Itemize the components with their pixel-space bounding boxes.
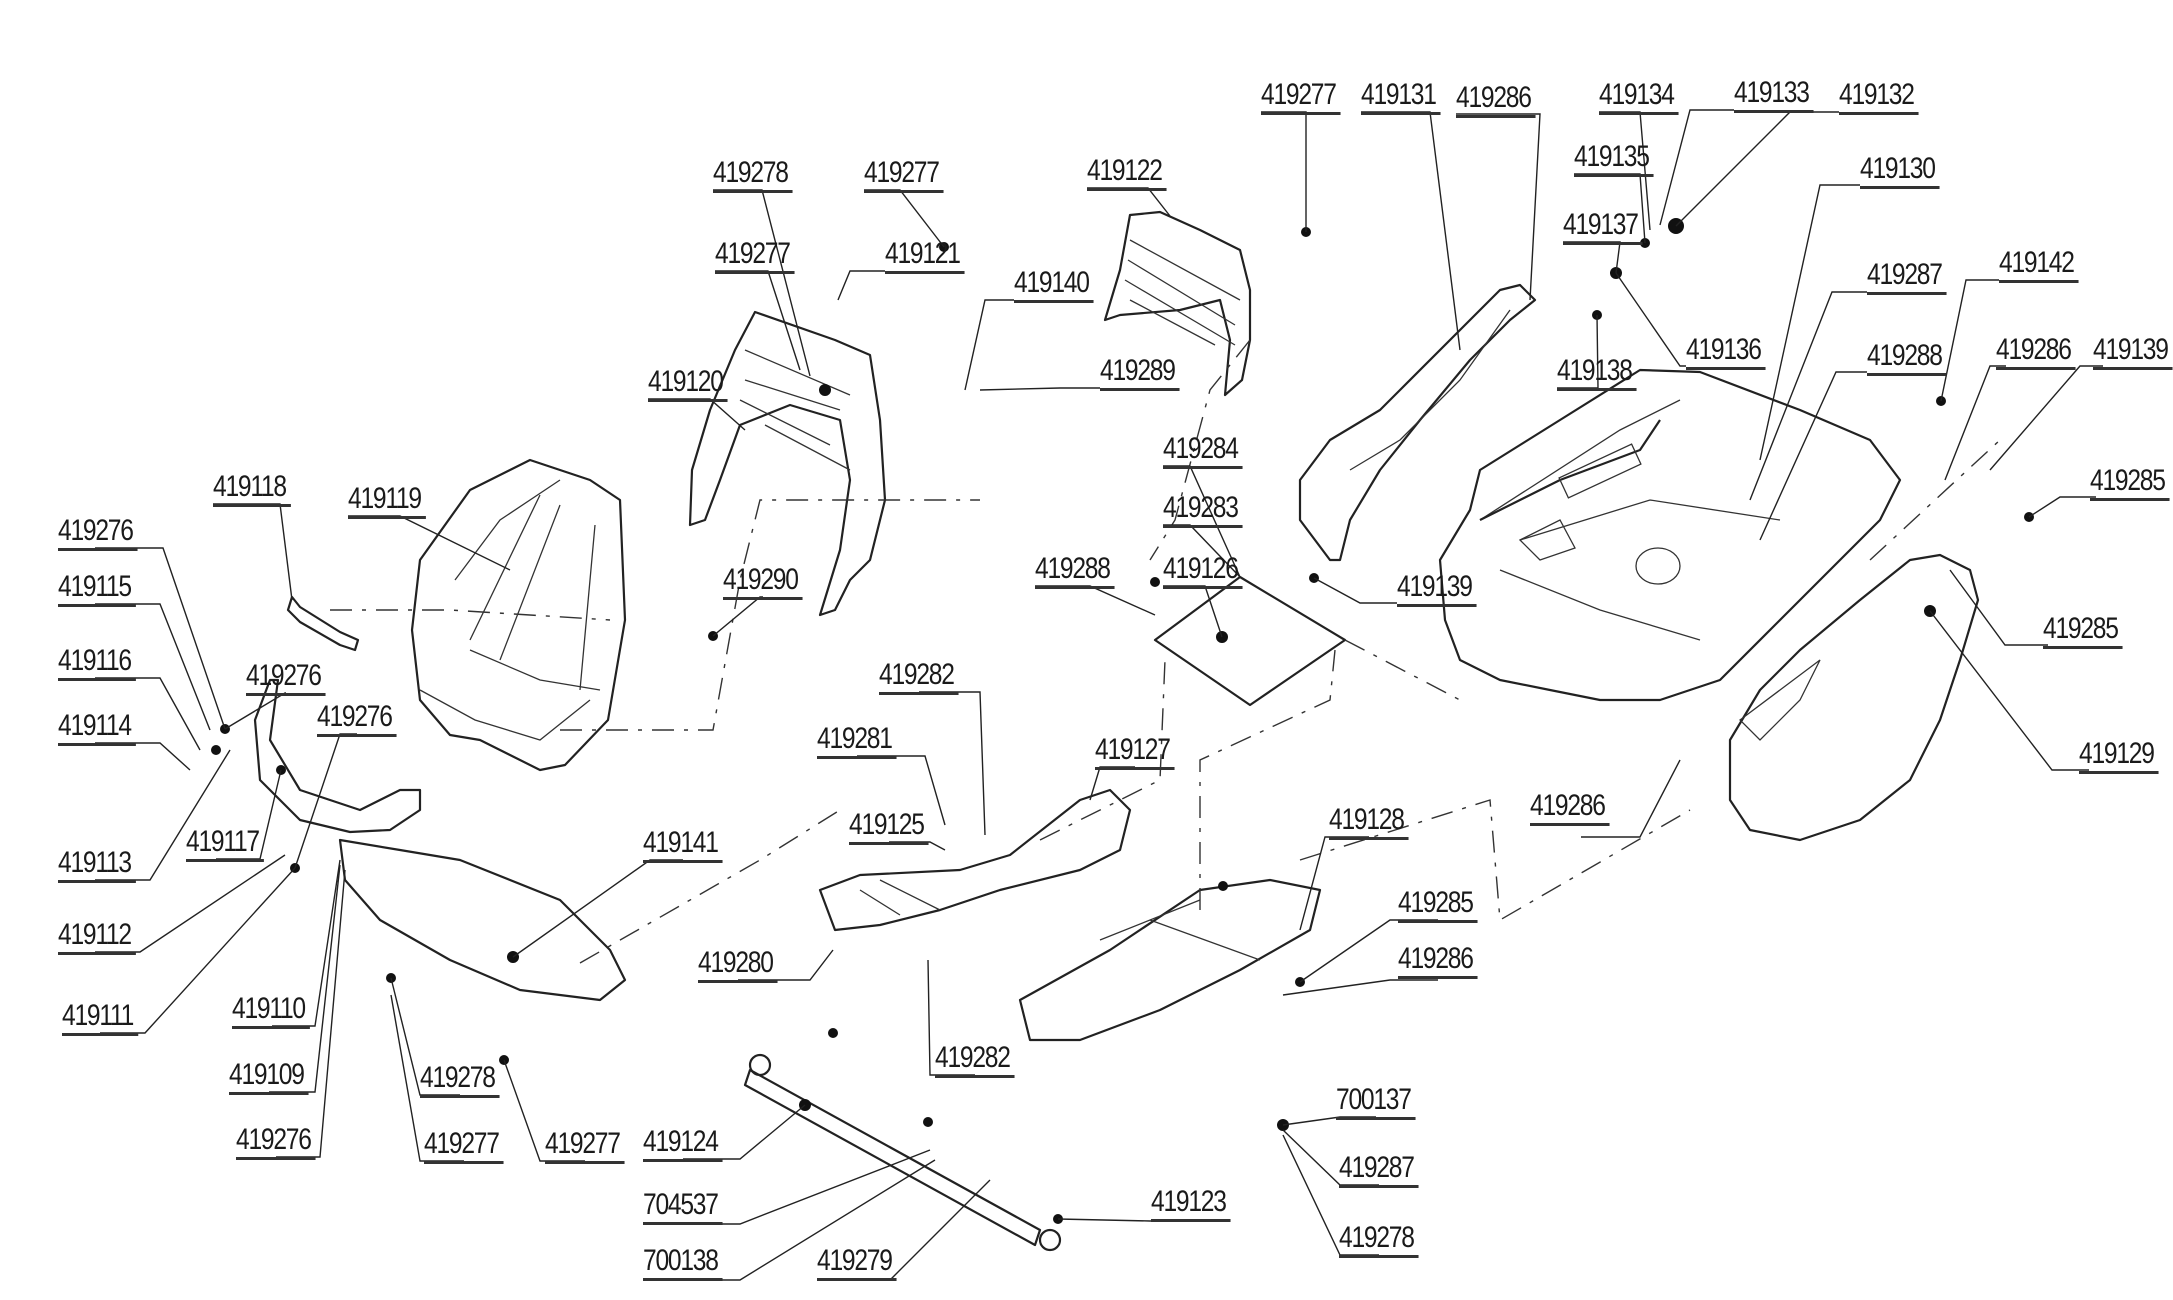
part-label[interactable]: 419118: [213, 471, 291, 507]
part-label[interactable]: 419279: [817, 1245, 897, 1281]
part-footboard-419127: [818, 788, 1132, 932]
part-label[interactable]: 419285: [1398, 887, 1478, 923]
part-label[interactable]: 419283: [1163, 492, 1243, 528]
part-bumper-bar-419124: [743, 1053, 1062, 1252]
part-label[interactable]: 419129: [2079, 738, 2159, 774]
part-label[interactable]: 419284: [1163, 433, 1243, 469]
part-label[interactable]: 419276: [317, 701, 397, 737]
part-rear-fender-419129: [1728, 553, 1980, 842]
part-label[interactable]: 419111: [62, 1000, 138, 1036]
part-label[interactable]: 419115: [58, 571, 136, 607]
part-label[interactable]: 419286: [1456, 82, 1536, 118]
part-label[interactable]: 419113: [58, 847, 136, 883]
part-label[interactable]: 419112: [58, 919, 136, 955]
part-label[interactable]: 419117: [186, 826, 264, 862]
part-dash-cover-419120: [688, 310, 887, 617]
part-floor-plate-419126: [1153, 575, 1347, 707]
assembly-guides: [330, 339, 2001, 964]
part-label[interactable]: 419278: [713, 157, 793, 193]
part-label[interactable]: 419140: [1014, 267, 1094, 303]
part-label[interactable]: 419138: [1557, 355, 1637, 391]
part-label[interactable]: 419280: [698, 947, 778, 983]
part-label[interactable]: 700138: [643, 1245, 723, 1281]
part-label[interactable]: 419110: [232, 993, 310, 1029]
part-label[interactable]: 419120: [648, 366, 728, 402]
part-label[interactable]: 419109: [229, 1059, 309, 1095]
part-label[interactable]: 419124: [643, 1126, 723, 1162]
part-label[interactable]: 419281: [817, 723, 897, 759]
part-label[interactable]: 419285: [2043, 613, 2123, 649]
part-label[interactable]: 419286: [1398, 943, 1478, 979]
part-label[interactable]: 419282: [879, 659, 959, 695]
part-label[interactable]: 419288: [1035, 553, 1115, 589]
part-footboard-419128: [1018, 878, 1322, 1042]
part-label[interactable]: 704537: [643, 1189, 723, 1225]
part-label[interactable]: 419141: [643, 827, 723, 863]
part-label[interactable]: 419114: [58, 710, 136, 746]
part-label[interactable]: 419121: [885, 238, 965, 274]
part-label[interactable]: 419276: [246, 660, 326, 696]
part-label[interactable]: 419136: [1686, 334, 1766, 370]
part-label[interactable]: 419277: [864, 157, 944, 193]
part-rear-body-419130: [1438, 368, 1902, 702]
part-label[interactable]: 419123: [1151, 1186, 1231, 1222]
part-label[interactable]: 419277: [1261, 79, 1341, 115]
part-front-apron-419141: [338, 838, 627, 1002]
part-label[interactable]: 419142: [1999, 247, 2079, 283]
part-label[interactable]: 419134: [1599, 79, 1679, 115]
part-label[interactable]: 419128: [1329, 804, 1409, 840]
part-label[interactable]: 700137: [1336, 1084, 1416, 1120]
part-label[interactable]: 419132: [1839, 79, 1919, 115]
part-label[interactable]: 419277: [545, 1128, 625, 1164]
part-label[interactable]: 419290: [723, 564, 803, 600]
part-visor-strip-419118: [286, 595, 360, 652]
part-label[interactable]: 419122: [1087, 155, 1167, 191]
part-side-trim-419131: [1298, 283, 1537, 562]
part-label[interactable]: 419288: [1867, 340, 1947, 376]
part-label[interactable]: 419135: [1574, 141, 1654, 177]
part-label[interactable]: 419278: [1339, 1222, 1419, 1258]
part-label[interactable]: 419119: [348, 483, 426, 519]
part-label[interactable]: 419126: [1163, 553, 1243, 589]
part-label[interactable]: 419287: [1339, 1152, 1419, 1188]
part-label[interactable]: 419131: [1361, 79, 1441, 115]
part-label[interactable]: 419139: [1397, 571, 1477, 607]
part-label[interactable]: 419278: [420, 1062, 500, 1098]
part-label[interactable]: 419277: [424, 1128, 504, 1164]
part-hood-shell-419119: [410, 458, 627, 772]
part-label[interactable]: 419276: [236, 1124, 316, 1160]
part-label[interactable]: 419130: [1860, 153, 1940, 189]
part-label[interactable]: 419276: [58, 515, 138, 551]
part-label[interactable]: 419139: [2093, 334, 2173, 370]
part-label[interactable]: 419133: [1734, 77, 1814, 113]
part-label[interactable]: 419287: [1867, 259, 1947, 295]
part-label[interactable]: 419137: [1563, 209, 1643, 245]
part-label[interactable]: 419282: [935, 1042, 1015, 1078]
part-grille-419122: [1103, 210, 1252, 397]
part-label[interactable]: 419289: [1100, 355, 1180, 391]
part-label[interactable]: 419116: [58, 645, 136, 681]
part-label[interactable]: 419277: [715, 238, 795, 274]
part-label[interactable]: 419286: [1996, 334, 2076, 370]
part-label[interactable]: 419285: [2090, 465, 2170, 501]
part-label[interactable]: 419125: [849, 809, 929, 845]
part-label[interactable]: 419286: [1530, 790, 1610, 826]
part-label[interactable]: 419127: [1095, 734, 1175, 770]
